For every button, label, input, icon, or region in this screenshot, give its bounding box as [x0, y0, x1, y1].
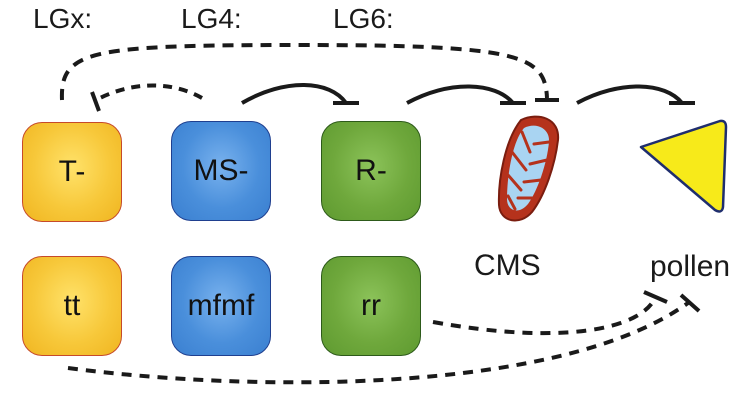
gene-box-ms-recessive: mfmf: [171, 256, 271, 356]
cms-label: CMS: [474, 249, 541, 282]
mitochondrion-icon: [497, 115, 560, 222]
gene-label-r-dominant: R-: [355, 154, 387, 187]
arrow-rr-to-pollen-dashed: [432, 297, 657, 336]
bar-head-pollen-from-rr: [643, 290, 668, 304]
arrow-r-to-cms-solid: [406, 84, 515, 105]
arrow-ms-to-r-solid: [240, 83, 348, 105]
gene-label-ms-recessive: mfmf: [187, 289, 255, 322]
linkage-group-label-x: LGx:: [33, 3, 93, 34]
gene-box-t-recessive: tt: [22, 256, 122, 356]
gene-box-r-recessive: rr: [321, 256, 421, 356]
gene-label-r-recessive: rr: [361, 289, 381, 322]
arrow-tt-to-pollen-dashed: [67, 301, 690, 385]
bar-head-pollen-from-tt: [679, 293, 701, 313]
gene-box-t-dominant: T-: [22, 122, 122, 222]
gene-label-t-recessive: tt: [63, 289, 81, 322]
gene-box-ms-dominant: MS-: [171, 121, 271, 221]
linkage-group-label-4: LG4:: [181, 3, 242, 34]
gene-label-ms-dominant: MS-: [193, 154, 249, 187]
gene-label-t-dominant: T-: [58, 155, 86, 188]
pollen-label: pollen: [650, 250, 731, 283]
arrow-cms-to-pollen-solid: [576, 84, 684, 105]
bar-head-t: [90, 91, 101, 112]
gene-box-r-dominant: R-: [321, 121, 421, 221]
pollen-triangle-icon: [639, 119, 728, 213]
arrow-ms-to-t-dashed: [95, 83, 203, 102]
arrow-t-to-cms-dashed: [59, 42, 549, 101]
linkage-group-label-6: LG6:: [333, 3, 394, 34]
